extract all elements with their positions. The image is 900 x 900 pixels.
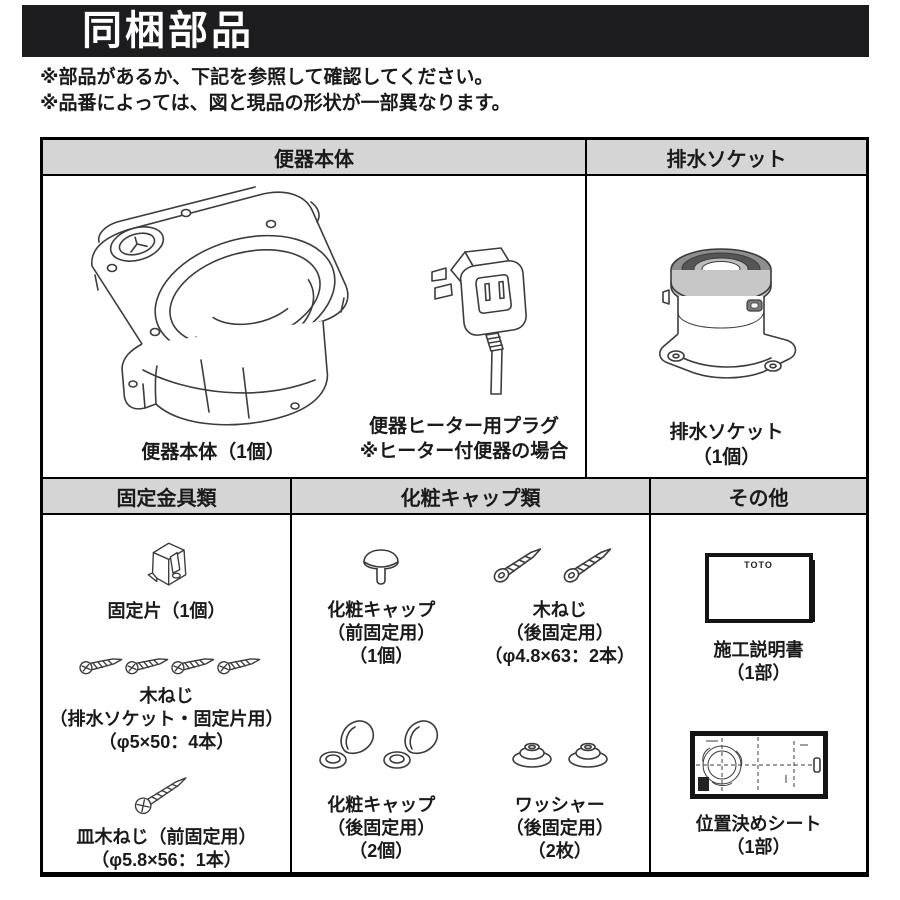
flat-screw-icon <box>134 777 187 815</box>
rear-screws-caption: 木ねじ （後固定用） （φ4.8×63：2本） <box>485 599 635 668</box>
sheet-caption: 位置決めシート （1部） <box>696 813 822 859</box>
section-title-bar: 同梱部品 <box>22 5 869 57</box>
header-row-1: 便器本体 排水ソケット <box>43 140 866 176</box>
washers-caption-line: ワッシャー <box>514 795 605 815</box>
manual-caption: 施工説明書 （1部） <box>714 639 804 685</box>
toilet-icon <box>91 186 349 426</box>
wood-screws-4-icon <box>78 658 260 675</box>
header-fixing-hardware: 固定金具類 <box>116 487 217 510</box>
front-cap-caption-line: （1個） <box>349 646 414 666</box>
header-drain-socket: 排水ソケット <box>585 140 866 174</box>
washers-caption-line: （2枚） <box>527 841 592 861</box>
washers-group: ワッシャー （後固定用） （2枚） <box>471 720 650 863</box>
rear-screws-caption-line: （後固定用） <box>505 623 614 643</box>
note-line: ※部品があるか、下記を参照して確認してください。 <box>40 67 494 88</box>
plug-caption-line: 便器ヒーター用プラグ <box>368 416 559 437</box>
cell-fixing-hardware: 固定片（1個） 木ね <box>43 515 290 872</box>
wood-screws-caption-line: （排水ソケット・固定片用） <box>49 709 284 730</box>
rear-caps-icon <box>319 720 439 769</box>
body-row-1: 便器本体（1個） 便器ヒーター用プラグ ※ヒーター付便器の場合 <box>43 176 866 479</box>
rear-screws-icon <box>493 548 612 583</box>
washers-caption: ワッシャー （後固定用） （2枚） <box>506 794 614 863</box>
rear-screws-group: 木ねじ （後固定用） （φ4.8×63：2本） <box>471 541 650 668</box>
socket-caption-line: 排水ソケット <box>669 422 784 443</box>
flat-screw-caption-line: 皿木ねじ（前固定用） <box>76 827 257 848</box>
notes: ※部品があるか、下記を参照して確認してください。 ※品番によっては、図と現品の形… <box>40 65 511 117</box>
drain-socket-icon <box>659 248 797 379</box>
front-cap-caption-line: 化粧キャップ <box>327 600 436 620</box>
rear-screws-caption-line: 木ねじ <box>532 600 587 620</box>
cell-decorative-caps: 化粧キャップ （前固定用） （1個） <box>290 515 649 872</box>
instruction-manual-icon: TOTO <box>704 553 815 623</box>
flat-screw-caption: 皿木ねじ（前固定用） （φ5.8×56：1本） <box>77 826 257 872</box>
header-other: その他 <box>649 479 866 513</box>
toto-logo: TOTO <box>744 560 773 570</box>
rear-caps-group: 化粧キャップ （後固定用） （2個） <box>292 720 471 863</box>
cell-other: TOTO 施工説明書 （1部） 位置決めシート （1 <box>649 515 866 872</box>
header-row-2: 固定金具類 化粧キャップ類 その他 <box>43 479 866 515</box>
plug-caption-line: ※ヒーター付便器の場合 <box>359 441 569 462</box>
page-title: 同梱部品 <box>82 9 254 53</box>
rear-caps-caption-line: 化粧キャップ <box>327 795 436 815</box>
cell-toilet-body: 便器本体（1個） 便器ヒーター用プラグ ※ヒーター付便器の場合 <box>43 176 585 477</box>
plug-caption: 便器ヒーター用プラグ ※ヒーター付便器の場合 <box>351 414 577 464</box>
cell-drain-socket: 排水ソケット （1個） <box>585 176 866 477</box>
fixing-piece-icon <box>147 542 186 586</box>
front-cap-caption-line: （前固定用） <box>327 623 436 643</box>
header-toilet-body: 便器本体 <box>274 148 354 171</box>
rear-caps-caption-line: （後固定用） <box>327 818 436 838</box>
body-row-2: 固定片（1個） 木ね <box>43 515 866 872</box>
positioning-sheet-icon <box>689 731 828 799</box>
sheet-caption-line: （1部） <box>726 837 791 857</box>
washers-caption-line: （後固定用） <box>505 818 614 838</box>
rear-caps-caption: 化粧キャップ （後固定用） （2個） <box>327 794 435 863</box>
wood-screws-caption-line: （φ5×50：4本） <box>98 732 235 753</box>
note-line: ※品番によっては、図と現品の形状が一部異なります。 <box>40 93 511 114</box>
rear-screws-caption-line: （φ4.8×63：2本） <box>484 646 635 666</box>
front-cap-icon <box>363 549 400 585</box>
socket-caption-line: （1個） <box>692 447 761 468</box>
manual-caption-line: 施工説明書 <box>713 640 804 660</box>
fixing-piece-caption: 固定片（1個） <box>107 601 226 622</box>
manual-caption-line: （1部） <box>726 663 791 683</box>
front-cap-group: 化粧キャップ （前固定用） （1個） <box>292 541 471 668</box>
flat-screw-caption-line: （φ5.8×56：1本） <box>91 850 242 871</box>
socket-caption: 排水ソケット （1個） <box>587 420 866 470</box>
wood-screws-caption: 木ねじ （排水ソケット・固定片用） （φ5×50：4本） <box>50 685 284 754</box>
header-decorative-caps: 化粧キャップ類 <box>290 479 649 513</box>
toilet-caption: 便器本体（1個） <box>141 442 285 463</box>
washers-icon <box>511 742 608 768</box>
wood-screws-caption-line: 木ねじ <box>139 686 194 707</box>
rear-caps-caption-line: （2個） <box>349 841 414 861</box>
front-cap-caption: 化粧キャップ （前固定用） （1個） <box>327 599 435 668</box>
sheet-caption-line: 位置決めシート <box>695 814 822 834</box>
included-parts-table: 便器本体 排水ソケット <box>40 137 869 877</box>
heater-plug-icon <box>431 247 527 395</box>
